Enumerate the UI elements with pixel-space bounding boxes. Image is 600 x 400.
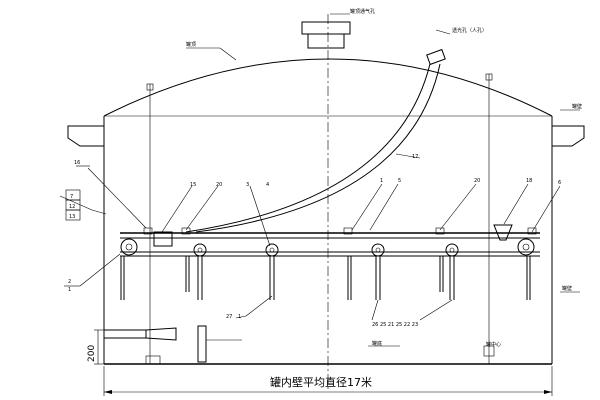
- inclined-pipe-outer: [185, 63, 431, 233]
- dim-200-label: 200: [87, 345, 97, 362]
- num-2: 2: [68, 279, 71, 285]
- num-1-left: 1: [68, 287, 71, 293]
- num-6: 6: [558, 180, 561, 186]
- bottom-right-marker: [483, 345, 495, 357]
- num-17: 17: [412, 154, 418, 160]
- label-manhole: 透光孔（人孔）: [452, 27, 487, 34]
- num-1-lower: 1: [238, 314, 241, 320]
- left-roof-flange: [67, 125, 104, 147]
- inclined-pipe-inner: [195, 63, 441, 233]
- num-7: 7: [70, 194, 73, 200]
- left-pulley: [120, 238, 138, 256]
- left-number-boxes: [65, 189, 81, 221]
- num-20-left: 20: [216, 182, 222, 188]
- num-27: 27: [226, 314, 232, 320]
- num-15: 15: [190, 182, 196, 188]
- num-13: 13: [69, 214, 75, 220]
- num-18: 18: [526, 178, 532, 184]
- num-1: 1: [380, 178, 383, 184]
- num-5: 5: [398, 178, 401, 184]
- right-roof-flange: [552, 125, 585, 147]
- leader-lines: [59, 13, 580, 347]
- num-3: 3: [246, 182, 249, 188]
- num-4-top: 4: [266, 182, 269, 188]
- num-16-left: 16: [74, 160, 80, 166]
- parts-list: 26 25 21 25 22 23: [372, 322, 418, 328]
- diameter-label: 罐内壁平均直径17米: [270, 375, 372, 389]
- label-right-top: 罐壁: [572, 103, 582, 110]
- label-bottom: 罐底: [372, 340, 382, 347]
- guide-marker-right: [485, 73, 493, 81]
- label-center: 罐中心: [486, 341, 501, 348]
- manhole: [426, 48, 446, 66]
- num-12: 12: [69, 204, 75, 210]
- inlet-pipe: [103, 325, 242, 365]
- nozzle-assemblies: [193, 243, 459, 300]
- guide-marker-left: [146, 83, 154, 91]
- funnel-18: [493, 224, 513, 241]
- label-roof: 罐顶: [186, 41, 196, 48]
- roof-vent: [301, 21, 351, 49]
- bracket-15: [153, 231, 173, 247]
- tank-roof: [103, 58, 553, 117]
- dim-200-marker: [94, 329, 104, 365]
- rail-clamps: [143, 227, 537, 235]
- diameter-dimension: [103, 366, 553, 396]
- num-20-right: 20: [474, 178, 480, 184]
- label-shell: 罐壁: [562, 285, 572, 292]
- right-pulley: [517, 238, 535, 256]
- label-vent: 罐顶通气孔: [350, 8, 375, 15]
- hanging-rods: [120, 256, 531, 300]
